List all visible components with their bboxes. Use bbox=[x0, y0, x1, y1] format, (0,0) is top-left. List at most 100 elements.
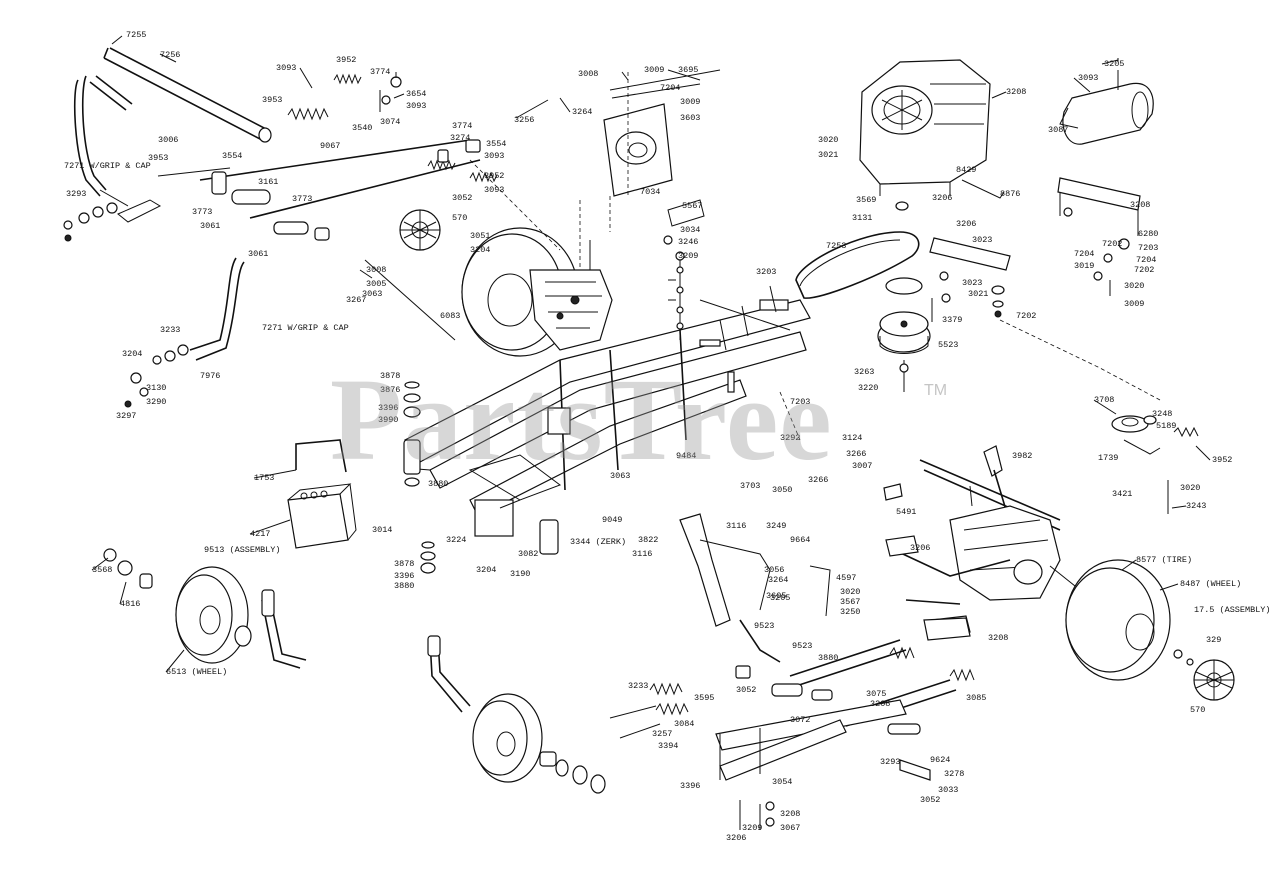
callout: 3093 bbox=[406, 101, 426, 111]
callout: 4217 bbox=[250, 529, 270, 539]
callout: 3822 bbox=[638, 535, 658, 545]
callout: 3075 bbox=[866, 689, 886, 699]
callout: 3093 bbox=[484, 185, 504, 195]
callout: 3773 bbox=[292, 194, 312, 204]
callout: 3233 bbox=[160, 325, 180, 335]
callout: 3396 bbox=[680, 781, 700, 791]
callout: 3061 bbox=[200, 221, 220, 231]
callout: 3605 bbox=[766, 591, 786, 601]
callout: 7203 bbox=[790, 397, 810, 407]
callout: 3052 bbox=[920, 795, 940, 805]
transaxle-left bbox=[529, 240, 613, 351]
callout: 4597 bbox=[836, 573, 856, 583]
callout: 570 bbox=[452, 213, 467, 223]
callout: 9523 bbox=[754, 621, 774, 631]
callout: 3774 bbox=[452, 121, 472, 131]
callout: 3208 bbox=[1130, 200, 1150, 210]
callout: 3249 bbox=[766, 521, 786, 531]
callout: 3009 bbox=[680, 97, 700, 107]
trademark-symbol: TM bbox=[924, 382, 948, 399]
callout: 3256 bbox=[514, 115, 534, 125]
callout: 5523 bbox=[938, 340, 958, 350]
callout: 3878 bbox=[380, 371, 400, 381]
callout: 3204 bbox=[476, 565, 496, 575]
callout: 3880 bbox=[394, 581, 414, 591]
callout-labels: 7255 7256 3093 3952 3774 3654 3093 3953 … bbox=[64, 30, 1271, 843]
callout: 5567 bbox=[682, 201, 702, 211]
callout: 8577 (TIRE) bbox=[1136, 555, 1192, 565]
rear-tire-right bbox=[1065, 559, 1171, 681]
axle-plate bbox=[883, 483, 973, 641]
callout: 3880 bbox=[818, 653, 838, 663]
callout: 3990 bbox=[378, 415, 398, 425]
callout: 3290 bbox=[146, 397, 166, 407]
callout: 3093 bbox=[484, 151, 504, 161]
callout: 3023 bbox=[972, 235, 992, 245]
callout: 3054 bbox=[772, 777, 792, 787]
callout: 3052 bbox=[736, 685, 756, 695]
callout: 3266 bbox=[808, 475, 828, 485]
linkage-rods bbox=[157, 76, 481, 341]
callout: 9513 (ASSEMBLY) bbox=[204, 545, 281, 555]
callout: 3952 bbox=[1212, 455, 1232, 465]
callout: 3085 bbox=[966, 693, 986, 703]
callout: 3248 bbox=[1152, 409, 1172, 419]
callout: 6280 bbox=[1138, 229, 1158, 239]
callout: 3654 bbox=[406, 89, 426, 99]
callout: 3020 bbox=[818, 135, 838, 145]
callout: 9664 bbox=[790, 535, 810, 545]
callout: 3208 bbox=[1006, 87, 1026, 97]
callout: 6083 bbox=[440, 311, 460, 321]
callout: 3014 bbox=[372, 525, 392, 535]
callout: 3067 bbox=[780, 823, 800, 833]
callout: 3569 bbox=[856, 195, 876, 205]
front-spindle-left bbox=[403, 381, 436, 574]
callout: 3396 bbox=[378, 403, 398, 413]
callout: 3264 bbox=[768, 575, 788, 585]
callout: 3953 bbox=[262, 95, 282, 105]
callout: 3264 bbox=[572, 107, 592, 117]
callout: 3204 bbox=[122, 349, 142, 359]
callout: 3020 bbox=[1180, 483, 1200, 493]
callout: 3020 bbox=[1124, 281, 1144, 291]
clutch-pulley bbox=[877, 277, 931, 392]
callout: 1753 bbox=[254, 473, 274, 483]
callout: 3209 bbox=[742, 823, 762, 833]
callout: 3116 bbox=[632, 549, 652, 559]
assembly-leader-lines bbox=[469, 159, 1161, 441]
callout: 3009 bbox=[644, 65, 664, 75]
callout: 7034 bbox=[640, 187, 660, 197]
hub-cap-570-right bbox=[1173, 649, 1235, 701]
callout: 3394 bbox=[658, 741, 678, 751]
callout: 3263 bbox=[854, 367, 874, 377]
callout: 3130 bbox=[146, 383, 166, 393]
callout: 3063 bbox=[362, 289, 382, 299]
callout: 3208 bbox=[988, 633, 1008, 643]
callout: 3208 bbox=[870, 699, 890, 709]
callout: 3379 bbox=[942, 315, 962, 325]
callout: 7253 bbox=[826, 241, 846, 251]
callout: 3050 bbox=[772, 485, 792, 495]
callout: 3005 bbox=[366, 279, 386, 289]
battery bbox=[287, 439, 357, 549]
callout: 3297 bbox=[116, 411, 136, 421]
callout: 3278 bbox=[944, 769, 964, 779]
callout: 3208 bbox=[780, 809, 800, 819]
brake-springs bbox=[609, 665, 931, 781]
callout: 3056 bbox=[764, 565, 784, 575]
callout: 7202 bbox=[1102, 239, 1122, 249]
callout: 7202 bbox=[1134, 265, 1154, 275]
callout: 3006 bbox=[158, 135, 178, 145]
callout: 3008 bbox=[366, 265, 386, 275]
callout: 3953 bbox=[148, 153, 168, 163]
callout: 8876 bbox=[1000, 189, 1020, 199]
callout: 7271 W/GRIP & CAP bbox=[64, 161, 151, 171]
muffler-bracket bbox=[1057, 177, 1141, 296]
callout: 3243 bbox=[1186, 501, 1206, 511]
callout: 3266 bbox=[846, 449, 866, 459]
callout: 3116 bbox=[726, 521, 746, 531]
callout: 3774 bbox=[370, 67, 390, 77]
callout: 3982 bbox=[1012, 451, 1032, 461]
callout: 3292 bbox=[780, 433, 800, 443]
